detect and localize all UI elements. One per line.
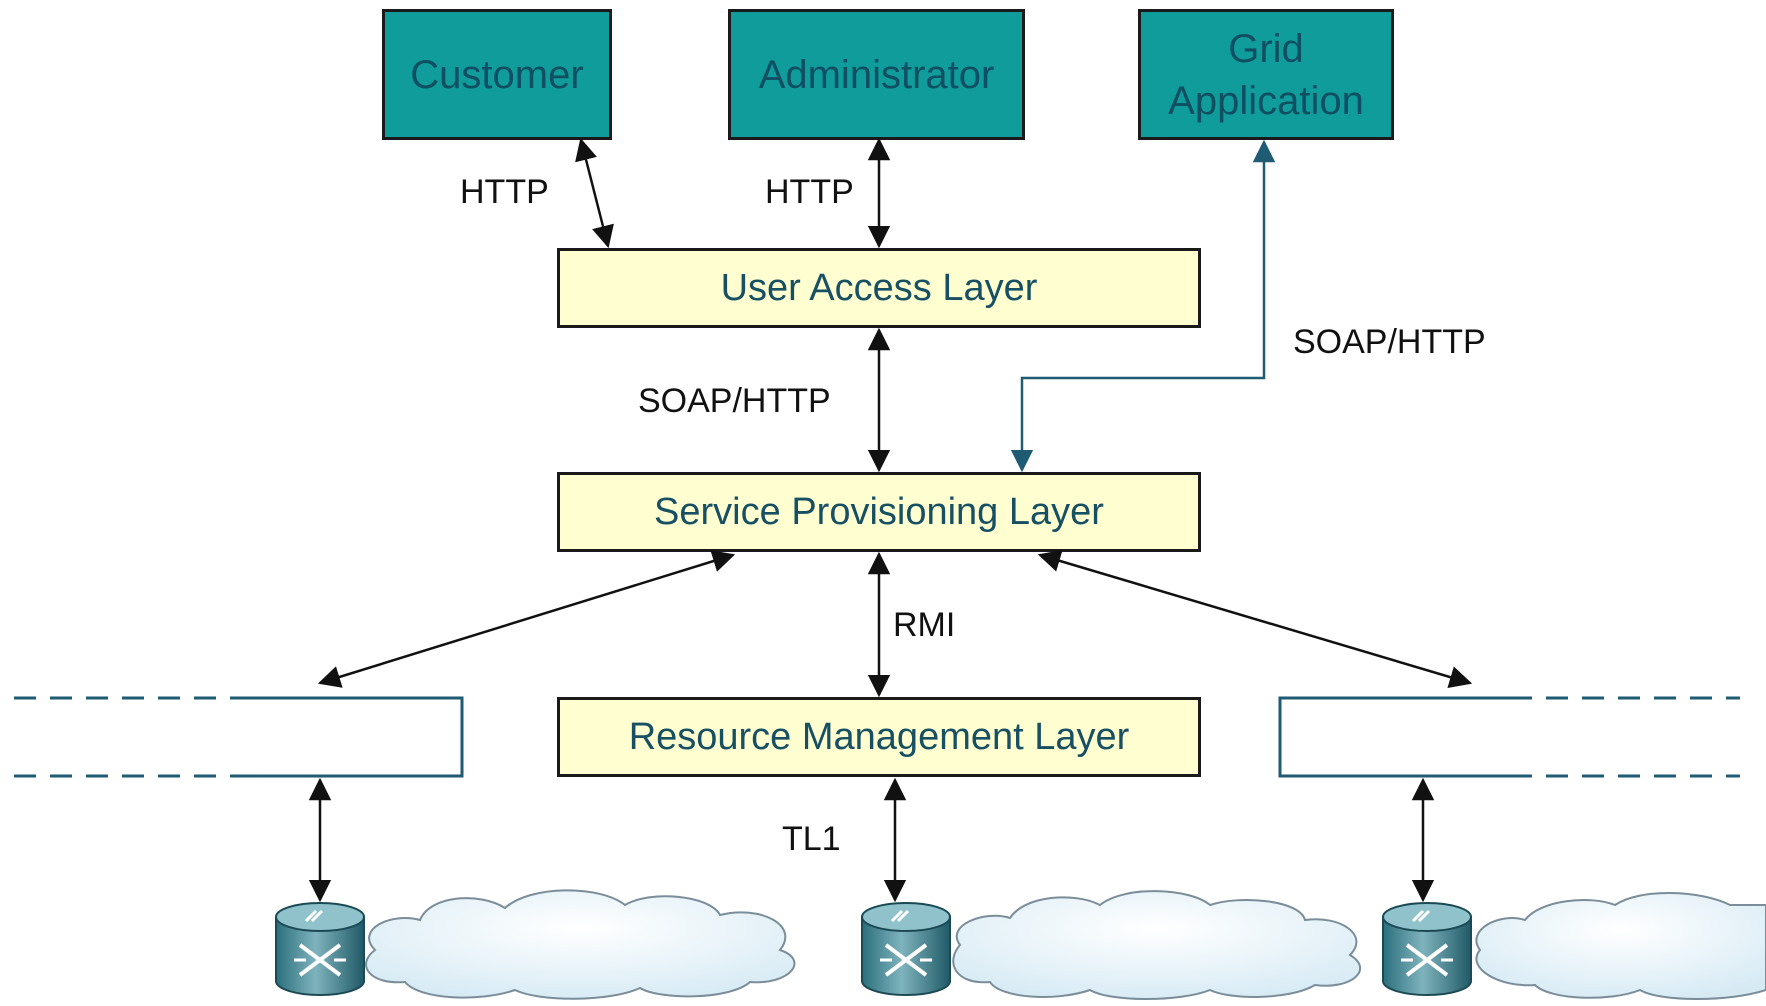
network-cloud-icon xyxy=(952,890,1362,1000)
resource-management-layer-box: Resource Management Layer xyxy=(557,697,1201,777)
grid-soap-connector xyxy=(1010,139,1276,473)
grid-soap-label: SOAP/HTTP xyxy=(1293,323,1486,361)
admin-http-label: HTTP xyxy=(765,173,854,211)
customer-box: Customer xyxy=(382,9,612,140)
service-provisioning-layer-box: Service Provisioning Layer xyxy=(557,472,1201,552)
user-access-layer-label: User Access Layer xyxy=(720,266,1038,309)
network-switch-icon xyxy=(860,901,952,997)
grid-application-box: Grid Application xyxy=(1138,9,1394,140)
tl1-label: TL1 xyxy=(782,820,841,858)
grid-label-line1: Grid xyxy=(1228,26,1304,71)
spl-right-domain-arrow xyxy=(1037,549,1473,689)
network-switch-icon xyxy=(274,901,366,997)
network-switch-icon xyxy=(1381,901,1473,997)
rmi-label: RMI xyxy=(893,606,956,644)
administrator-label: Administrator xyxy=(758,52,995,97)
network-cloud-icon xyxy=(1475,892,1766,1000)
right-peer-domain xyxy=(1278,696,1740,778)
left-peer-domain xyxy=(14,696,464,778)
customer-label: Customer xyxy=(410,52,584,97)
ual-spl-soap-label: SOAP/HTTP xyxy=(638,382,831,420)
grid-application-label: Grid Application xyxy=(1168,23,1364,127)
customer-http-label: HTTP xyxy=(460,173,549,211)
resource-management-layer-label: Resource Management Layer xyxy=(628,715,1130,758)
customer-http-arrow xyxy=(575,137,614,249)
network-cloud-icon xyxy=(365,889,796,1000)
spl-left-domain-arrow xyxy=(317,550,736,688)
grid-label-line2: Application xyxy=(1168,78,1364,123)
service-provisioning-layer-label: Service Provisioning Layer xyxy=(654,490,1104,533)
